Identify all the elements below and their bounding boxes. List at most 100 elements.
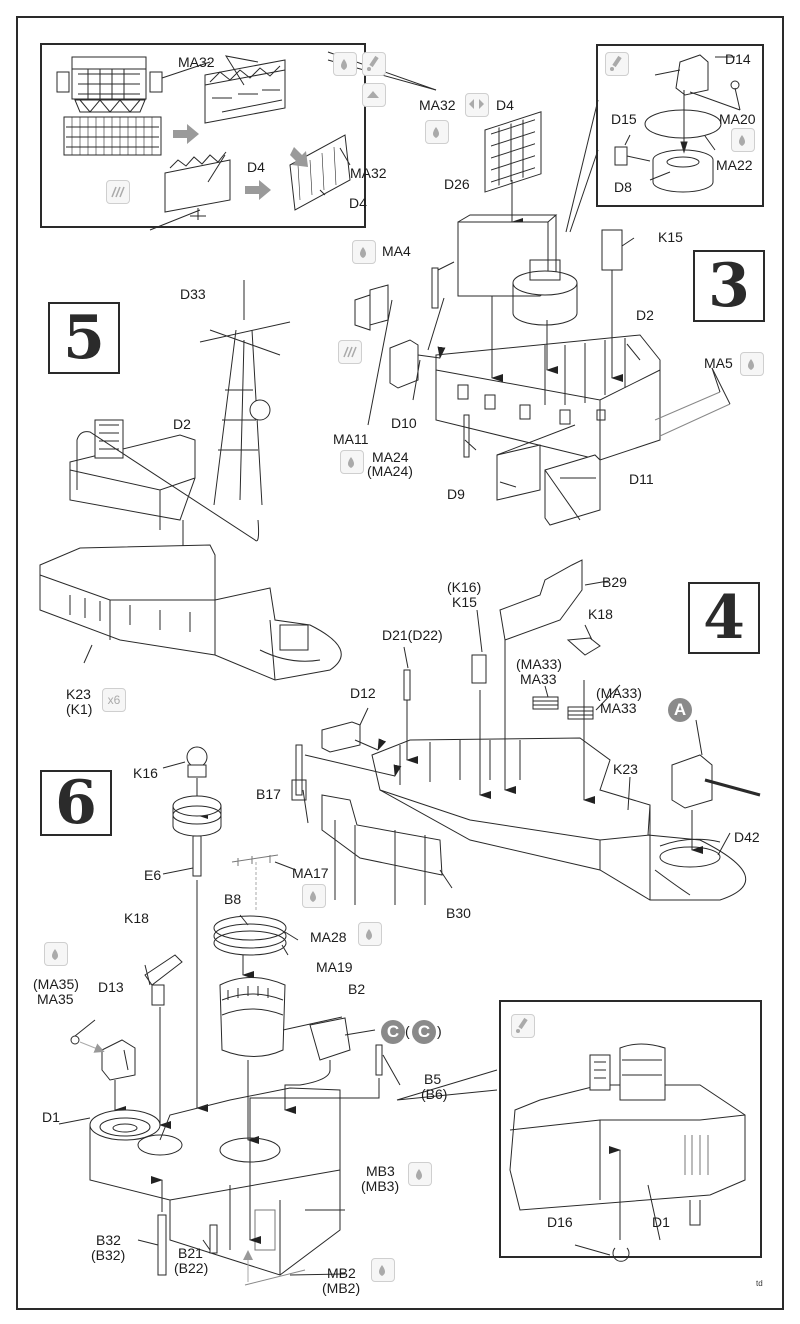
label-mb2: MB2 (327, 1265, 356, 1281)
label-k1: (K1) (66, 701, 93, 717)
label-ma32: MA32 (178, 54, 215, 70)
bend-icon (362, 83, 386, 107)
callout-c-alt: C (412, 1020, 436, 1044)
label-b5: B5 (424, 1071, 442, 1087)
callout-c: C (381, 1020, 405, 1044)
part-d21 (403, 669, 411, 701)
label-mb2-alt: (MB2) (322, 1280, 361, 1296)
part-b17 (291, 744, 307, 801)
part-k18-step4 (566, 637, 601, 656)
part-d1-deck (89, 1087, 341, 1276)
paint-drop-icon (731, 128, 755, 152)
label-ma24: MA24 (372, 449, 409, 465)
label-k23: K23 (66, 686, 91, 702)
part-ma17 (231, 854, 279, 866)
part-b8-ring (213, 915, 287, 941)
flip-icon (465, 93, 489, 117)
part-d4-radar (484, 111, 542, 193)
part-d2-step5 (69, 419, 196, 530)
label-ma35: MA35 (37, 991, 74, 1007)
instruction-page (16, 16, 784, 1310)
part-hull-step5 (39, 544, 342, 681)
label-k15: K15 (658, 229, 683, 245)
callout-a: A (668, 698, 692, 722)
label-d26: D26 (444, 176, 470, 192)
label-d4: D4 (247, 159, 265, 175)
label-ma22: MA22 (716, 157, 753, 173)
glue-tube-icon (605, 52, 629, 76)
inset-radar-assembly (40, 43, 366, 228)
part-mast-assembly (199, 280, 291, 506)
paren-close: ) (437, 1023, 442, 1039)
label-d13: D13 (98, 979, 124, 995)
part-k15 (601, 229, 623, 271)
multiply-icon: x6 (102, 688, 126, 712)
part-b5 (375, 1044, 383, 1076)
step-number-3: 3 (693, 250, 765, 322)
part-k16-step6 (186, 746, 208, 778)
label-d2: D2 (173, 416, 191, 432)
part-k15-step4 (471, 654, 487, 684)
part-e6 (192, 835, 202, 877)
label-b2: B2 (348, 981, 366, 997)
label-d9: D9 (447, 486, 465, 502)
label-d14: D14 (725, 51, 751, 67)
glue-tube-icon (362, 52, 386, 76)
paint-drop-icon (408, 1162, 432, 1186)
part-d2-superstructure (435, 334, 661, 461)
label-d10: D10 (391, 415, 417, 431)
label-ma32: MA32 (419, 97, 456, 113)
part-ma4 (431, 267, 439, 309)
part-ma33-2 (567, 706, 594, 720)
label-k15: K15 (452, 594, 477, 610)
part-turret-a (671, 754, 761, 854)
paint-drop-icon (740, 352, 764, 376)
label-ma33-alt: (MA33) (596, 685, 642, 701)
label-e6: E6 (144, 867, 162, 883)
part-ma5 (654, 391, 731, 437)
paren-open: ( (405, 1023, 410, 1039)
label-ma28: MA28 (310, 929, 347, 945)
label-ma20: MA20 (719, 111, 756, 127)
label-b17: B17 (256, 786, 281, 802)
label-ma33-alt: (MA33) (516, 656, 562, 672)
part-b21 (209, 1224, 218, 1254)
part-d10 (389, 339, 419, 389)
callout-line (569, 149, 599, 233)
label-ma4: MA4 (382, 243, 411, 259)
part-mb2 (244, 1269, 306, 1286)
label-k18: K18 (588, 606, 613, 622)
label-d4: D4 (496, 97, 514, 113)
label-d11: D11 (629, 471, 654, 487)
step-number-4: 4 (688, 582, 760, 654)
part-ma11 (354, 284, 389, 331)
label-b6: (B6) (421, 1086, 448, 1102)
label-d1: D1 (42, 1109, 60, 1125)
part-d12 (321, 721, 361, 753)
label-d42: D42 (734, 829, 760, 845)
callout-line (565, 99, 599, 233)
part-c-gun (309, 1017, 351, 1061)
part-d9 (496, 444, 541, 501)
label-mb3: MB3 (366, 1163, 395, 1179)
label-ma11: MA11 (333, 431, 369, 447)
label-b8: B8 (224, 891, 242, 907)
label-ma17: MA17 (292, 865, 329, 881)
paint-drop-icon (358, 922, 382, 946)
paint-drop-icon (425, 120, 449, 144)
paint-drop-icon (44, 942, 68, 966)
label-d16: D16 (547, 1214, 573, 1230)
label-ma32: MA32 (350, 165, 387, 181)
label-b22: (B22) (174, 1260, 209, 1276)
paint-drop-icon (333, 52, 357, 76)
part-d13 (101, 1039, 136, 1081)
part-ma33-1 (532, 696, 559, 710)
part-ma24 (463, 414, 470, 458)
paint-drop-icon (340, 450, 364, 474)
label-k23: K23 (613, 761, 638, 777)
label-b30: B30 (446, 905, 471, 921)
label-ma5: MA5 (704, 355, 733, 371)
footer-mark: td (756, 1279, 763, 1288)
label-b21: B21 (178, 1245, 203, 1261)
paint-drop-icon (352, 240, 376, 264)
